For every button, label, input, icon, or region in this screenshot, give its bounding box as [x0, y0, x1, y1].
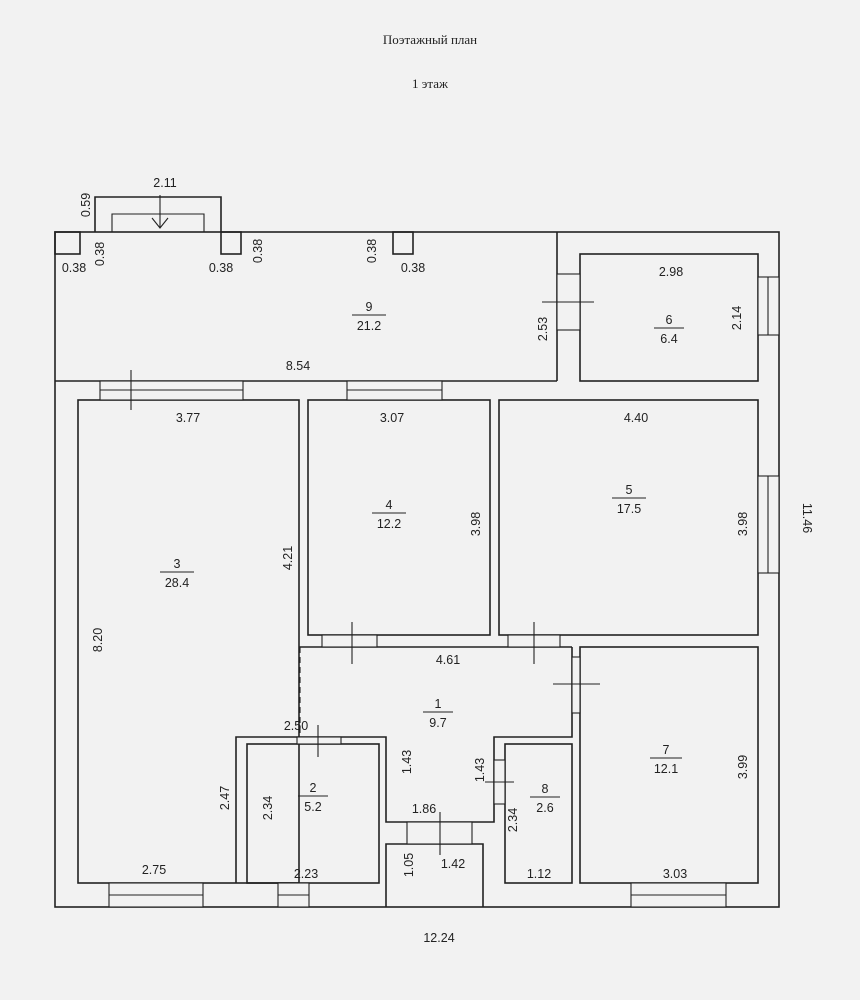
dim-room-5-width: 4.40 — [624, 411, 648, 425]
room-7-area: 12.1 — [654, 762, 678, 776]
room-7-number: 7 — [663, 743, 670, 757]
dim-room-6-width: 2.98 — [659, 265, 683, 279]
dim-pillar-3-width: 0.38 — [401, 261, 425, 275]
room-7-label: 7 12.1 — [650, 743, 682, 776]
room-labels: 9 21.2 6 6.4 4 12.2 5 17.5 3 28.4 1 9.7 — [160, 300, 684, 815]
dim-room-4-height: 3.98 — [469, 512, 483, 536]
dim-hall-left: 2.50 — [284, 719, 308, 733]
porch — [54, 195, 414, 255]
dim-pillar-3-depth: 0.38 — [365, 239, 379, 263]
dim-pillar-2-depth: 0.38 — [251, 239, 265, 263]
dim-room-4-width: 3.07 — [380, 411, 404, 425]
room-8-label: 8 2.6 — [530, 782, 560, 815]
dim-room-3-step: 2.47 — [218, 786, 232, 810]
dim-entry-width: 1.42 — [441, 857, 465, 871]
room-8-number: 8 — [542, 782, 549, 796]
dim-room-3-inner: 4.21 — [281, 546, 295, 570]
room-5-label: 5 17.5 — [612, 483, 646, 516]
dim-entry-depth: 1.05 — [402, 853, 416, 877]
dim-hall-bottom: 1.86 — [412, 802, 436, 816]
room-2-area: 5.2 — [304, 800, 321, 814]
room-9-label: 9 21.2 — [352, 300, 386, 333]
entrance-arrow-icon — [151, 217, 169, 229]
dim-hall-right: 1.43 — [473, 758, 487, 782]
room-3-label: 3 28.4 — [160, 557, 194, 590]
room-6-label: 6 6.4 — [654, 313, 684, 346]
dim-total-width: 12.24 — [423, 931, 454, 945]
room-3-number: 3 — [174, 557, 181, 571]
room-4-area: 12.2 — [377, 517, 401, 531]
dim-room-3-height: 8.20 — [91, 628, 105, 652]
dim-room-9-length: 8.54 — [286, 359, 310, 373]
dim-total-height: 11.46 — [800, 503, 814, 533]
dim-pillar-2-width: 0.38 — [209, 261, 233, 275]
pillar-1 — [54, 231, 81, 255]
porch-outline — [94, 196, 222, 232]
dim-porch-width: 2.11 — [153, 176, 176, 190]
room-1-label: 1 9.7 — [423, 697, 453, 730]
porch-inner-outline — [111, 213, 205, 232]
room-2-label: 2 5.2 — [298, 781, 328, 814]
room-6-number: 6 — [666, 313, 673, 327]
dim-room-2-height: 2.34 — [261, 796, 275, 820]
plan-title: Поэтажный план — [382, 32, 478, 47]
dim-room-6-left: 2.53 — [536, 317, 550, 341]
room-1-number: 1 — [435, 697, 442, 711]
room-8-outline — [504, 743, 573, 884]
dim-hall-width: 4.61 — [436, 653, 460, 667]
room-5-area: 17.5 — [617, 502, 641, 516]
entry-vestibule-outline — [385, 843, 484, 907]
room-1-area: 9.7 — [429, 716, 446, 730]
room-8-area: 2.6 — [536, 801, 553, 815]
windows — [99, 276, 780, 908]
room-5-outline — [498, 399, 759, 636]
pillar-3 — [392, 231, 414, 255]
room-4-number: 4 — [386, 498, 393, 512]
dim-porch-depth: 0.59 — [79, 193, 93, 217]
dim-room-2-width: 2.23 — [294, 867, 318, 881]
door-room-7 — [571, 656, 581, 714]
dim-hall-mid: 1.43 — [400, 750, 414, 774]
dim-room-7-height: 3.99 — [736, 755, 750, 779]
room-9-number: 9 — [366, 300, 373, 314]
dim-room-8-width: 1.12 — [527, 867, 551, 881]
room-6-area: 6.4 — [660, 332, 677, 346]
room-9-area: 21.2 — [357, 319, 381, 333]
doors — [130, 273, 600, 855]
room-5-number: 5 — [626, 483, 633, 497]
dim-room-3-bottom: 2.75 — [142, 863, 166, 877]
dim-pillar-1-width: 0.38 — [62, 261, 86, 275]
dim-room-5-height: 3.98 — [736, 512, 750, 536]
room-4-label: 4 12.2 — [372, 498, 406, 531]
room-3-area: 28.4 — [165, 576, 189, 590]
dim-room-6-right: 2.14 — [730, 306, 744, 330]
dim-room-7-width: 3.03 — [663, 867, 687, 881]
dimension-labels: 2.11 0.59 0.38 0.38 0.38 0.38 0.38 0.38 … — [62, 176, 814, 945]
door-room-4 — [321, 634, 378, 648]
dim-room-3-top: 3.77 — [176, 411, 200, 425]
door-room-2 — [296, 736, 342, 745]
dim-pillar-1-depth: 0.38 — [93, 242, 107, 266]
room-2-number: 2 — [310, 781, 317, 795]
floor-label: 1 этаж — [412, 76, 448, 91]
dim-room-8-height: 2.34 — [506, 808, 520, 832]
pillar-2 — [220, 231, 242, 255]
